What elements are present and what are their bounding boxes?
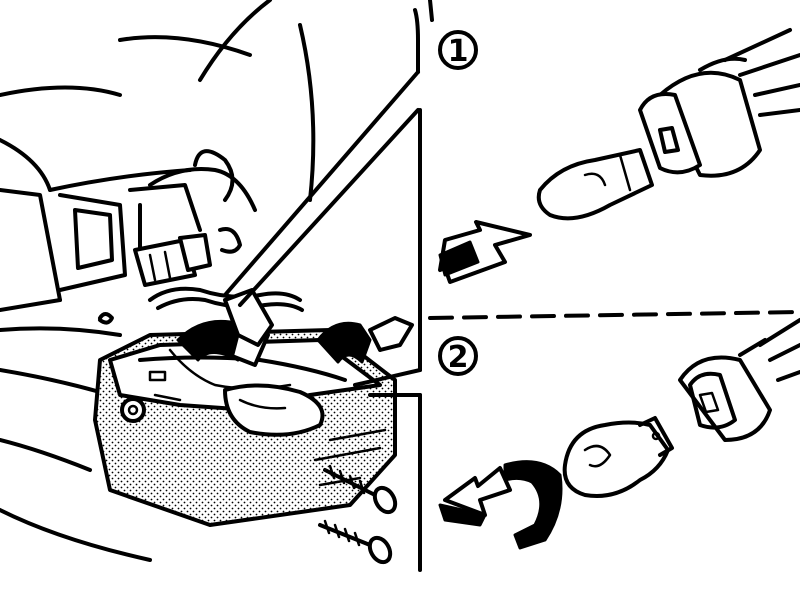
screws xyxy=(318,464,398,565)
twist-arrow-right-icon xyxy=(316,321,372,364)
callout-1: 1 xyxy=(438,30,478,70)
panel-frame xyxy=(223,0,800,572)
socket-icon xyxy=(678,318,800,442)
detail-1-wedge-bulb xyxy=(438,28,800,284)
vehicle-body xyxy=(0,0,316,562)
bulb-bayonet-icon xyxy=(562,416,674,498)
callout-1-label: 1 xyxy=(448,34,469,69)
body-wiring xyxy=(133,233,304,312)
detail-2-bayonet-bulb xyxy=(438,318,800,550)
screw-icon xyxy=(323,464,398,515)
bulb-wedge-icon xyxy=(536,148,654,221)
socket-icon xyxy=(638,28,800,178)
twist-arrows-on-housing xyxy=(176,288,414,367)
callout-2-label: 2 xyxy=(448,340,469,375)
twist-arrow-icon xyxy=(503,460,563,550)
callout-2: 2 xyxy=(438,336,478,376)
screw-icon xyxy=(318,519,393,565)
